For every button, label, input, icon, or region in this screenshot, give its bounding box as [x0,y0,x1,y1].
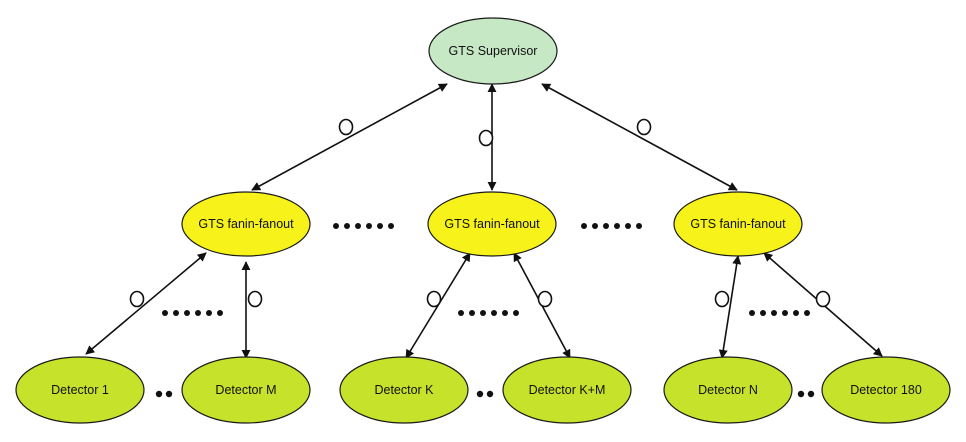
dotted-ellipsis [476,390,494,398]
detector-node-k-m: Detector K+M [502,356,632,424]
supervisor-links [251,83,738,191]
fanout-label: GTS fanin-fanout [444,217,540,231]
edge-fanout-3-detector-n [718,255,742,359]
detector-label: Detector K [374,383,434,397]
detector-node-1: Detector 1 [15,356,145,424]
optical-link-ring [714,290,730,308]
fanout-label: GTS fanin-fanout [198,217,294,231]
detector-label: Detector K+M [529,383,606,397]
fanout-node-3: GTS fanin-fanout [673,191,803,257]
dotted-ellipsis [155,390,173,398]
dotted-ellipsis [162,310,223,316]
detector-node-k: Detector K [339,356,469,424]
detector-label: Detector M [215,383,276,397]
fanout-label: GTS fanin-fanout [690,217,786,231]
optical-link-ring [129,290,145,308]
fanout-node-2: GTS fanin-fanout [427,191,557,257]
supervisor-node: GTS Supervisor [428,17,558,85]
detector-node-m: Detector M [181,356,311,424]
dotted-ellipsis [458,310,519,316]
detector-node-180: Detector 180 [821,356,951,424]
detector-label: Detector 1 [51,383,109,397]
edge-supervisor-fanout-3 [541,83,738,191]
edge-supervisor-fanout-1 [251,83,448,191]
optical-link-ring [636,118,652,136]
dotted-ellipsis [749,310,810,316]
optical-link-ring [815,290,831,308]
optical-link-ring [338,118,354,136]
dotted-ellipsis [333,223,394,229]
link-rings [129,118,831,308]
dotted-ellipsis [797,390,815,398]
optical-link-ring [247,290,263,308]
supervisor-label: GTS Supervisor [449,44,538,58]
optical-link-ring [426,290,442,308]
optical-link-ring [537,290,553,308]
ellipsis-markers [155,223,815,398]
detector-label: Detector 180 [850,383,922,397]
edge-fanout-1-detector-1 [85,252,207,355]
detector-node-n: Detector N [663,356,793,424]
fanout-node-1: GTS fanin-fanout [181,191,311,257]
fanout-links [85,252,883,359]
detector-label: Detector N [698,383,758,397]
dotted-ellipsis [581,223,642,229]
optical-link-ring [478,129,494,147]
